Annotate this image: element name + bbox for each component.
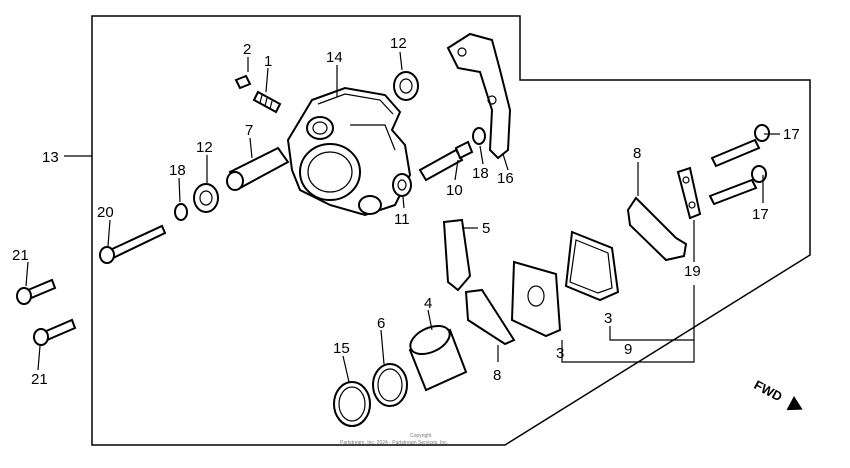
callout-labels: 13 2 1 14 12 7 12 18 20 10 11 18 16 17 1…	[12, 35, 800, 388]
dust-seal-15[interactable]	[333, 381, 371, 427]
callout-17-upper: 17	[783, 126, 800, 143]
bolt-21-upper[interactable]	[16, 278, 57, 305]
callout-8-upper: 8	[633, 145, 641, 162]
callout-19: 19	[684, 263, 701, 280]
forward-direction-arrow: FWD	[752, 377, 803, 411]
piston[interactable]	[406, 320, 468, 392]
pad-retainer[interactable]	[442, 218, 472, 292]
pad-shim-lower[interactable]	[464, 288, 516, 346]
callout-15: 15	[333, 340, 350, 357]
callout-21-lower: 21	[31, 371, 48, 388]
callout-6: 6	[377, 315, 385, 332]
callout-4: 4	[424, 295, 432, 312]
callout-16: 16	[497, 170, 514, 187]
bleeder-screw[interactable]	[252, 90, 282, 114]
pad-spring-19[interactable]	[676, 166, 702, 220]
boot-upper[interactable]	[393, 71, 419, 101]
callout-5: 5	[482, 220, 490, 237]
callout-18-right: 18	[472, 165, 489, 182]
boot-11[interactable]	[392, 173, 412, 197]
brake-pad-front[interactable]	[510, 260, 562, 338]
bolt-21-lower[interactable]	[33, 318, 77, 346]
sleeve[interactable]	[226, 146, 290, 191]
bolt-17-lower[interactable]	[708, 165, 767, 206]
callout-21-upper: 21	[12, 247, 29, 264]
callout-3-upper: 3	[604, 310, 612, 327]
assembly-boundary	[91, 15, 811, 446]
copyright-notice: Copyright Partstream, Inc. 2024 - Partst…	[340, 433, 448, 446]
callout-8-lower: 8	[493, 367, 501, 384]
bolt-17-upper[interactable]	[710, 124, 770, 168]
callout-9: 9	[624, 341, 632, 358]
callout-2: 2	[243, 41, 251, 58]
copyright-line-2: Partstream, Inc. 2024 - Partstream Servi…	[340, 440, 448, 446]
callout-3-lower: 3	[556, 345, 564, 362]
callout-7: 7	[245, 122, 253, 139]
callout-13: 13	[42, 149, 59, 166]
callout-18-left: 18	[169, 162, 186, 179]
callout-14: 14	[326, 49, 343, 66]
fwd-label: FWD	[752, 377, 785, 404]
callout-17-lower: 17	[752, 206, 769, 223]
caliper-bolt-20[interactable]	[99, 224, 167, 264]
callout-12-upper: 12	[390, 35, 407, 52]
boot-lower[interactable]	[193, 183, 219, 213]
washer-left[interactable]	[174, 203, 188, 221]
washer-right[interactable]	[472, 127, 486, 145]
pin-bolt[interactable]	[418, 140, 474, 182]
callout-11: 11	[394, 211, 410, 228]
pad-shim-upper[interactable]	[626, 196, 688, 262]
bleeder-cap[interactable]	[234, 74, 252, 90]
callout-10: 10	[446, 182, 463, 199]
leader-lines	[25, 51, 780, 383]
caliper-body[interactable]	[286, 86, 412, 217]
brake-pad-rear[interactable]	[564, 230, 620, 302]
copyright-line-1: Copyright	[410, 433, 432, 439]
callout-20: 20	[97, 204, 114, 221]
callout-12-lower: 12	[196, 139, 213, 156]
callout-1: 1	[264, 53, 272, 70]
piston-seal-6[interactable]	[372, 363, 408, 407]
